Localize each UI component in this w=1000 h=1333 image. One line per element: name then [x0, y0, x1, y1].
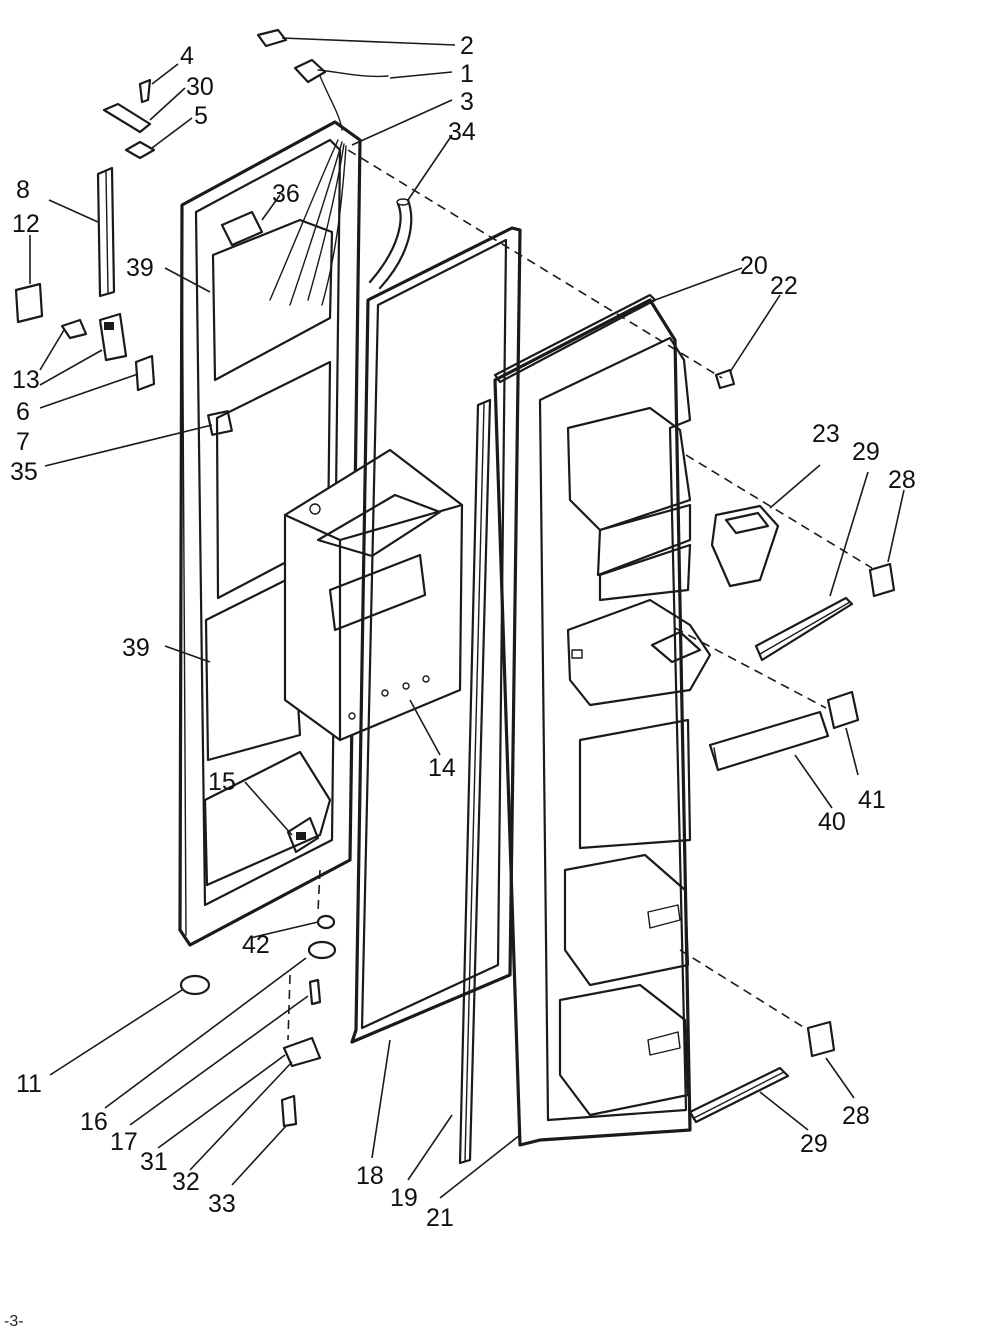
label-39-mid: 39 — [122, 634, 150, 662]
label-41: 41 — [858, 786, 886, 814]
breaker-strip — [458, 398, 492, 1165]
alignment-lines — [287, 149, 873, 1041]
label-28-bottom: 28 — [842, 1102, 870, 1130]
page-footer-mark: -3- — [4, 1313, 24, 1330]
label-30: 30 — [186, 73, 214, 101]
label-19: 19 — [390, 1184, 418, 1212]
door-gasket — [350, 226, 522, 1044]
label-20: 20 — [740, 252, 768, 280]
label-29-bottom: 29 — [800, 1130, 828, 1158]
label-36: 36 — [272, 180, 300, 208]
small-parts-right — [688, 368, 896, 1124]
door-liner — [493, 298, 712, 1147]
dispenser-housing — [283, 448, 464, 742]
label-3: 3 — [460, 88, 474, 116]
label-8: 8 — [16, 176, 30, 204]
label-21: 21 — [426, 1204, 454, 1232]
callout-labels: 2 1 3 34 4 30 5 8 12 36 39 13 6 7 35 20 … — [10, 32, 916, 1232]
label-5: 5 — [194, 102, 208, 130]
label-28-top: 28 — [888, 466, 916, 494]
label-29-top: 29 — [852, 438, 880, 466]
label-12: 12 — [12, 210, 40, 238]
label-40: 40 — [818, 808, 846, 836]
label-18: 18 — [356, 1162, 384, 1190]
label-14: 14 — [428, 754, 456, 782]
label-11: 11 — [16, 1070, 42, 1098]
label-4: 4 — [180, 42, 194, 70]
label-33: 33 — [208, 1190, 236, 1218]
label-7: 7 — [16, 428, 30, 456]
label-1: 1 — [460, 60, 474, 88]
label-13: 13 — [12, 366, 40, 394]
leader-lines — [29, 37, 905, 1199]
label-42: 42 — [242, 931, 270, 959]
label-6: 6 — [16, 398, 30, 426]
label-39-top: 39 — [126, 254, 154, 282]
label-34: 34 — [448, 118, 476, 146]
label-17: 17 — [110, 1128, 138, 1156]
label-35: 35 — [10, 458, 38, 486]
label-22: 22 — [770, 272, 798, 300]
small-parts-left — [14, 28, 413, 392]
label-2: 2 — [460, 32, 474, 60]
label-16: 16 — [80, 1108, 108, 1136]
label-32: 32 — [172, 1168, 200, 1196]
label-23: 23 — [812, 420, 840, 448]
label-15: 15 — [208, 768, 236, 796]
label-31: 31 — [140, 1148, 168, 1176]
